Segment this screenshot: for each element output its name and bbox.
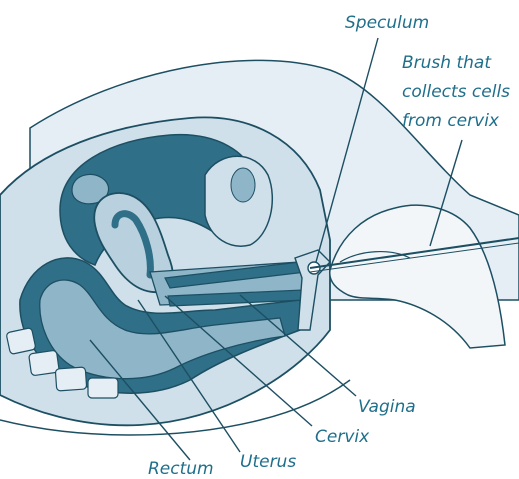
label-uterus: Uterus xyxy=(240,452,296,472)
label-brush-line3: from cervix xyxy=(402,111,500,131)
label-vagina: Vagina xyxy=(358,397,416,417)
label-speculum: Speculum xyxy=(345,13,429,33)
bladder-inner xyxy=(231,168,255,202)
label-rectum: Rectum xyxy=(148,459,214,479)
label-brush-line1: Brush that xyxy=(402,53,492,73)
label-cervix: Cervix xyxy=(315,427,370,447)
label-brush-line2: collects cells xyxy=(402,82,510,102)
